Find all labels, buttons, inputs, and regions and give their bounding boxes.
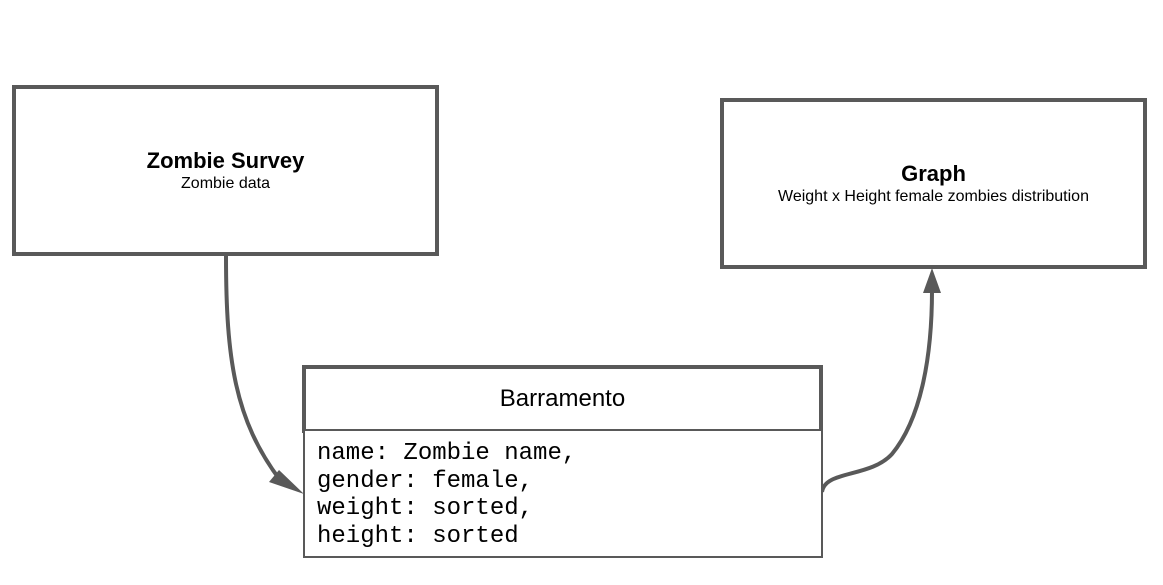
barramento-body[interactable]: name: Zombie name, gender: female, weigh… (303, 431, 823, 558)
graph-node[interactable]: Graph Weight x Height female zombies dis… (720, 98, 1147, 269)
edge-survey-to-bus-line (224, 255, 282, 482)
bus-field-name: name: Zombie name, (317, 440, 577, 467)
edge-survey-to-bus-arrowhead (269, 470, 304, 494)
edge-survey-to-bus (224, 255, 304, 494)
bus-field-height: height: sorted (317, 522, 519, 550)
edge-bus-to-graph-line (820, 289, 934, 493)
barramento-title: Barramento (499, 385, 626, 412)
edge-bus-to-graph-arrowhead (923, 268, 941, 293)
barramento-header[interactable]: Barramento (302, 365, 823, 433)
bus-field-weight: weight: sorted, (317, 495, 534, 522)
graph-title: Graph (901, 160, 966, 186)
zombie-survey-node[interactable]: Zombie Survey Zombie data (12, 85, 439, 256)
bus-field-gender: gender: female, (317, 467, 534, 495)
zombie-survey-subtitle: Zombie data (181, 174, 270, 192)
graph-subtitle: Weight x Height female zombies distribut… (778, 187, 1089, 205)
edge-bus-to-graph (820, 268, 941, 493)
zombie-survey-title: Zombie Survey (146, 147, 305, 173)
